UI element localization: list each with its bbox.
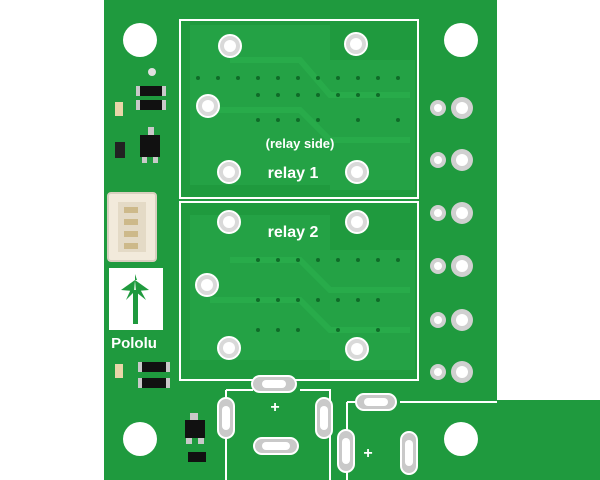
plus-label-right: + (363, 445, 372, 462)
mounting-hole-bottom-right (444, 422, 478, 456)
vias (196, 76, 400, 332)
power-pads (217, 375, 418, 475)
relay2-pins (195, 210, 369, 361)
relay2-outline (179, 201, 419, 381)
mounting-holes (123, 23, 478, 456)
relay-side-label: (relay side) (266, 136, 335, 151)
copper-pour-upper (190, 25, 415, 190)
pololu-brand-text: Pololu (111, 335, 157, 352)
via-top-left (148, 68, 156, 76)
pololu-logo (109, 268, 163, 330)
mounting-hole-top-left (123, 23, 157, 57)
plus-label-left: + (270, 399, 279, 416)
mounting-hole-top-right (444, 23, 478, 57)
relay2-label: relay 2 (268, 224, 319, 241)
terminal-pads (430, 97, 473, 383)
trace-network (210, 57, 410, 333)
relay1-label: relay 1 (268, 165, 319, 182)
mounting-hole-bottom-left (123, 422, 157, 456)
smd-components (115, 68, 206, 462)
relay1-pins (196, 32, 369, 184)
relay1-outline (179, 19, 419, 199)
header-connector (107, 192, 157, 262)
